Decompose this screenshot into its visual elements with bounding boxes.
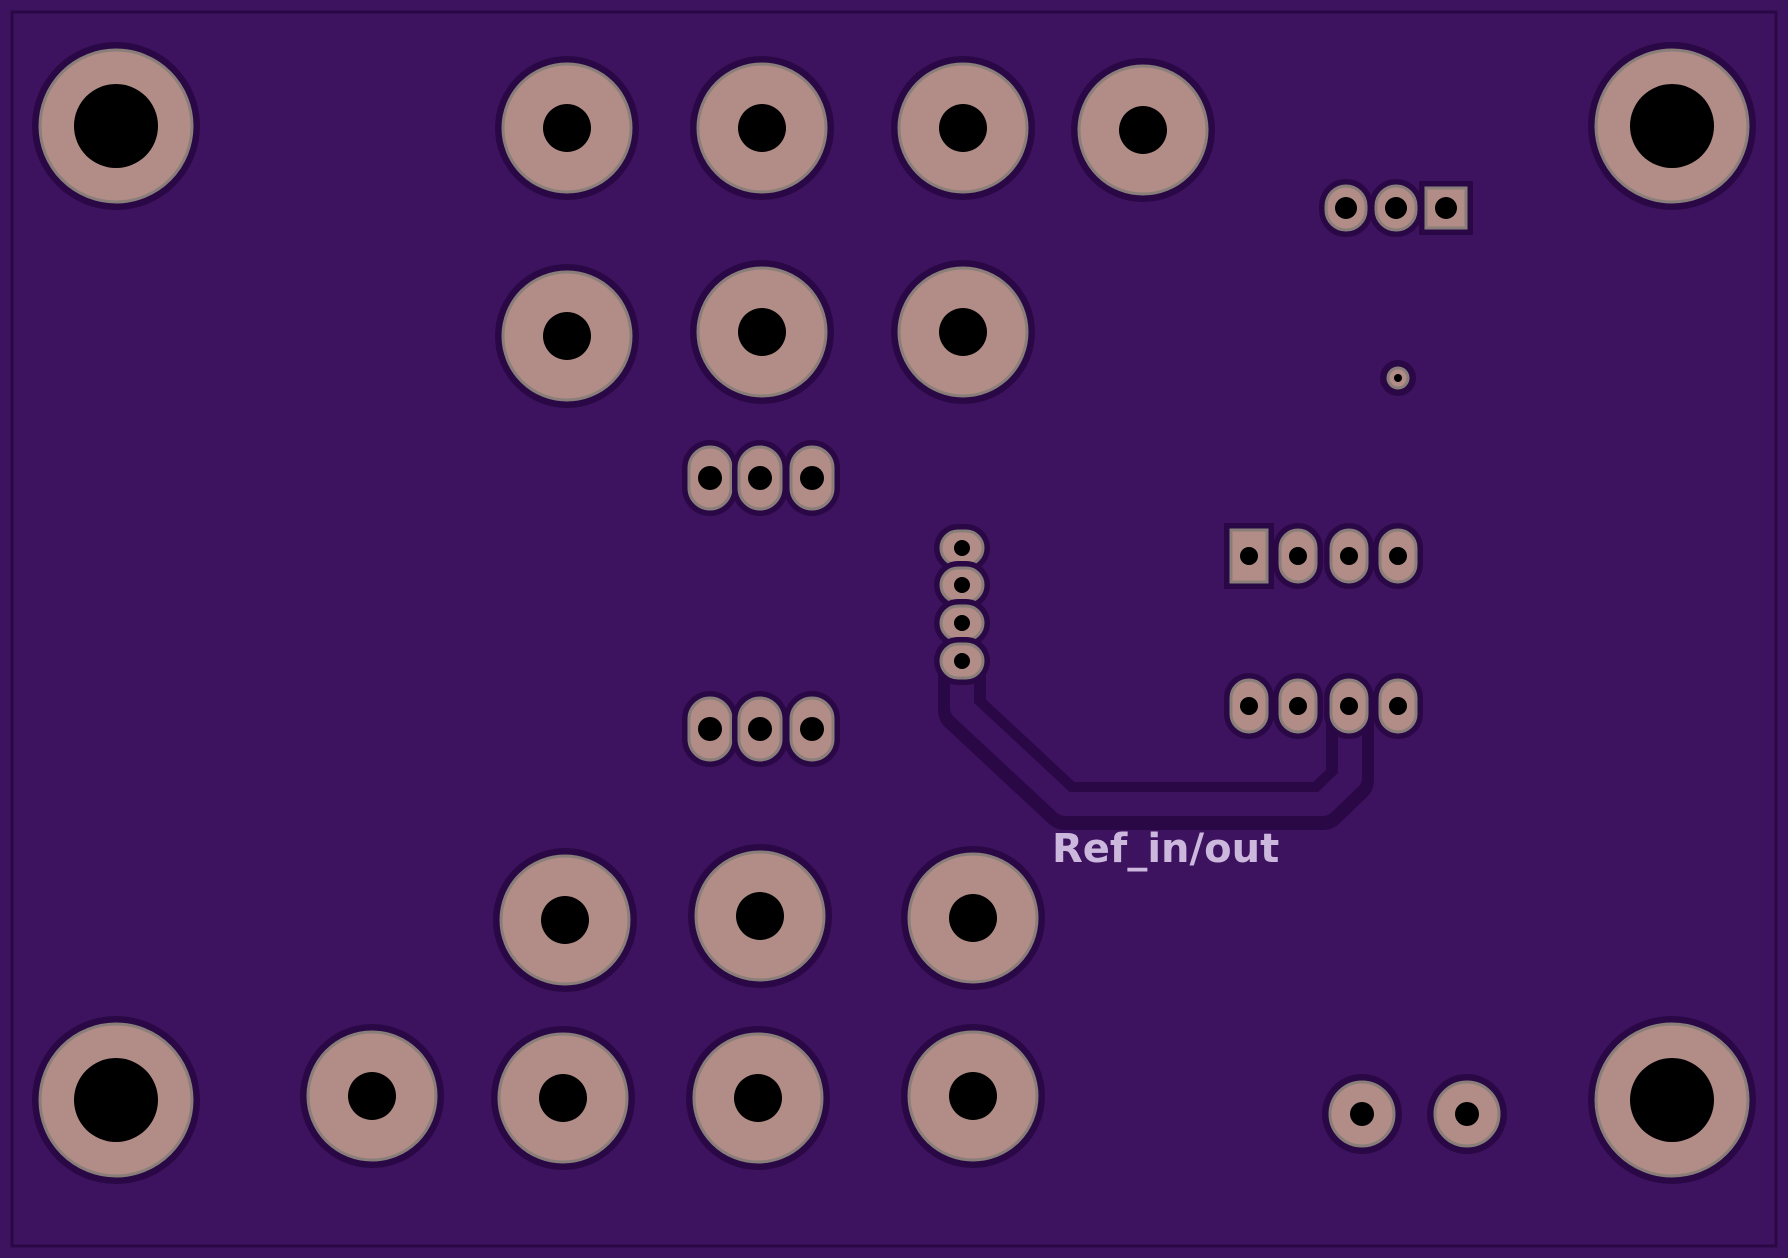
ic-pin-8-drill <box>1389 697 1407 715</box>
pot-pad-4-drill <box>698 717 722 741</box>
ref-trace-inner <box>950 650 1362 816</box>
mounting-hole-1-drill <box>74 84 158 168</box>
jack-pad-4-drill <box>1119 106 1167 154</box>
jack-pad-3-drill <box>939 104 987 152</box>
jack-pad-1-drill <box>543 104 591 152</box>
board-edge <box>10 10 1778 1248</box>
mounting-hole-3-drill <box>74 1058 158 1142</box>
pot-pad-2-drill <box>748 466 772 490</box>
pot-pad-5-drill <box>748 717 772 741</box>
pot-pad-1-drill <box>698 466 722 490</box>
jack-pad-13-drill <box>734 1074 782 1122</box>
jack-pad-10-drill <box>949 894 997 942</box>
ic-pin-6-drill <box>1289 697 1307 715</box>
header-pin-4-drill <box>954 653 970 669</box>
jack-pad-6-drill <box>738 308 786 356</box>
pot-pad-3-drill <box>800 466 824 490</box>
ic-pin-3-drill <box>1340 547 1358 565</box>
jack-pad-5-drill <box>543 312 591 360</box>
led-pad-2-drill <box>1455 1102 1479 1126</box>
ic-pin-2-drill <box>1289 547 1307 565</box>
pot-pad-6-drill <box>800 717 824 741</box>
mounting-hole-4-drill <box>1630 1058 1714 1142</box>
ic-pin-5-drill <box>1240 697 1258 715</box>
top-header-pin-3-drill <box>1435 197 1457 219</box>
ic-pin-7-drill <box>1340 697 1358 715</box>
silkscreen-label: Ref_in/out <box>1052 826 1279 872</box>
header-pin-2-drill <box>954 577 970 593</box>
mounting-hole-2-drill <box>1630 84 1714 168</box>
jack-pad-11-drill <box>348 1072 396 1120</box>
header-pin-3-drill <box>954 615 970 631</box>
top-header-pin-1-drill <box>1335 197 1357 219</box>
header-pin-1-drill <box>954 540 970 556</box>
jack-pad-8-drill <box>541 896 589 944</box>
via-drill <box>1394 374 1402 382</box>
led-pad-1-drill <box>1350 1102 1374 1126</box>
jack-pad-7-drill <box>939 308 987 356</box>
ref-trace <box>938 638 1374 830</box>
top-header-pin-2-drill <box>1385 197 1407 219</box>
jack-pad-9-drill <box>736 892 784 940</box>
jack-pad-2-drill <box>738 104 786 152</box>
pads-layer <box>32 42 1756 1184</box>
ic-pin-4-drill <box>1389 547 1407 565</box>
jack-pad-14-drill <box>949 1072 997 1120</box>
top-header-pin-3 <box>1424 186 1468 230</box>
jack-pad-12-drill <box>539 1074 587 1122</box>
ic-pin-1-drill <box>1240 547 1258 565</box>
